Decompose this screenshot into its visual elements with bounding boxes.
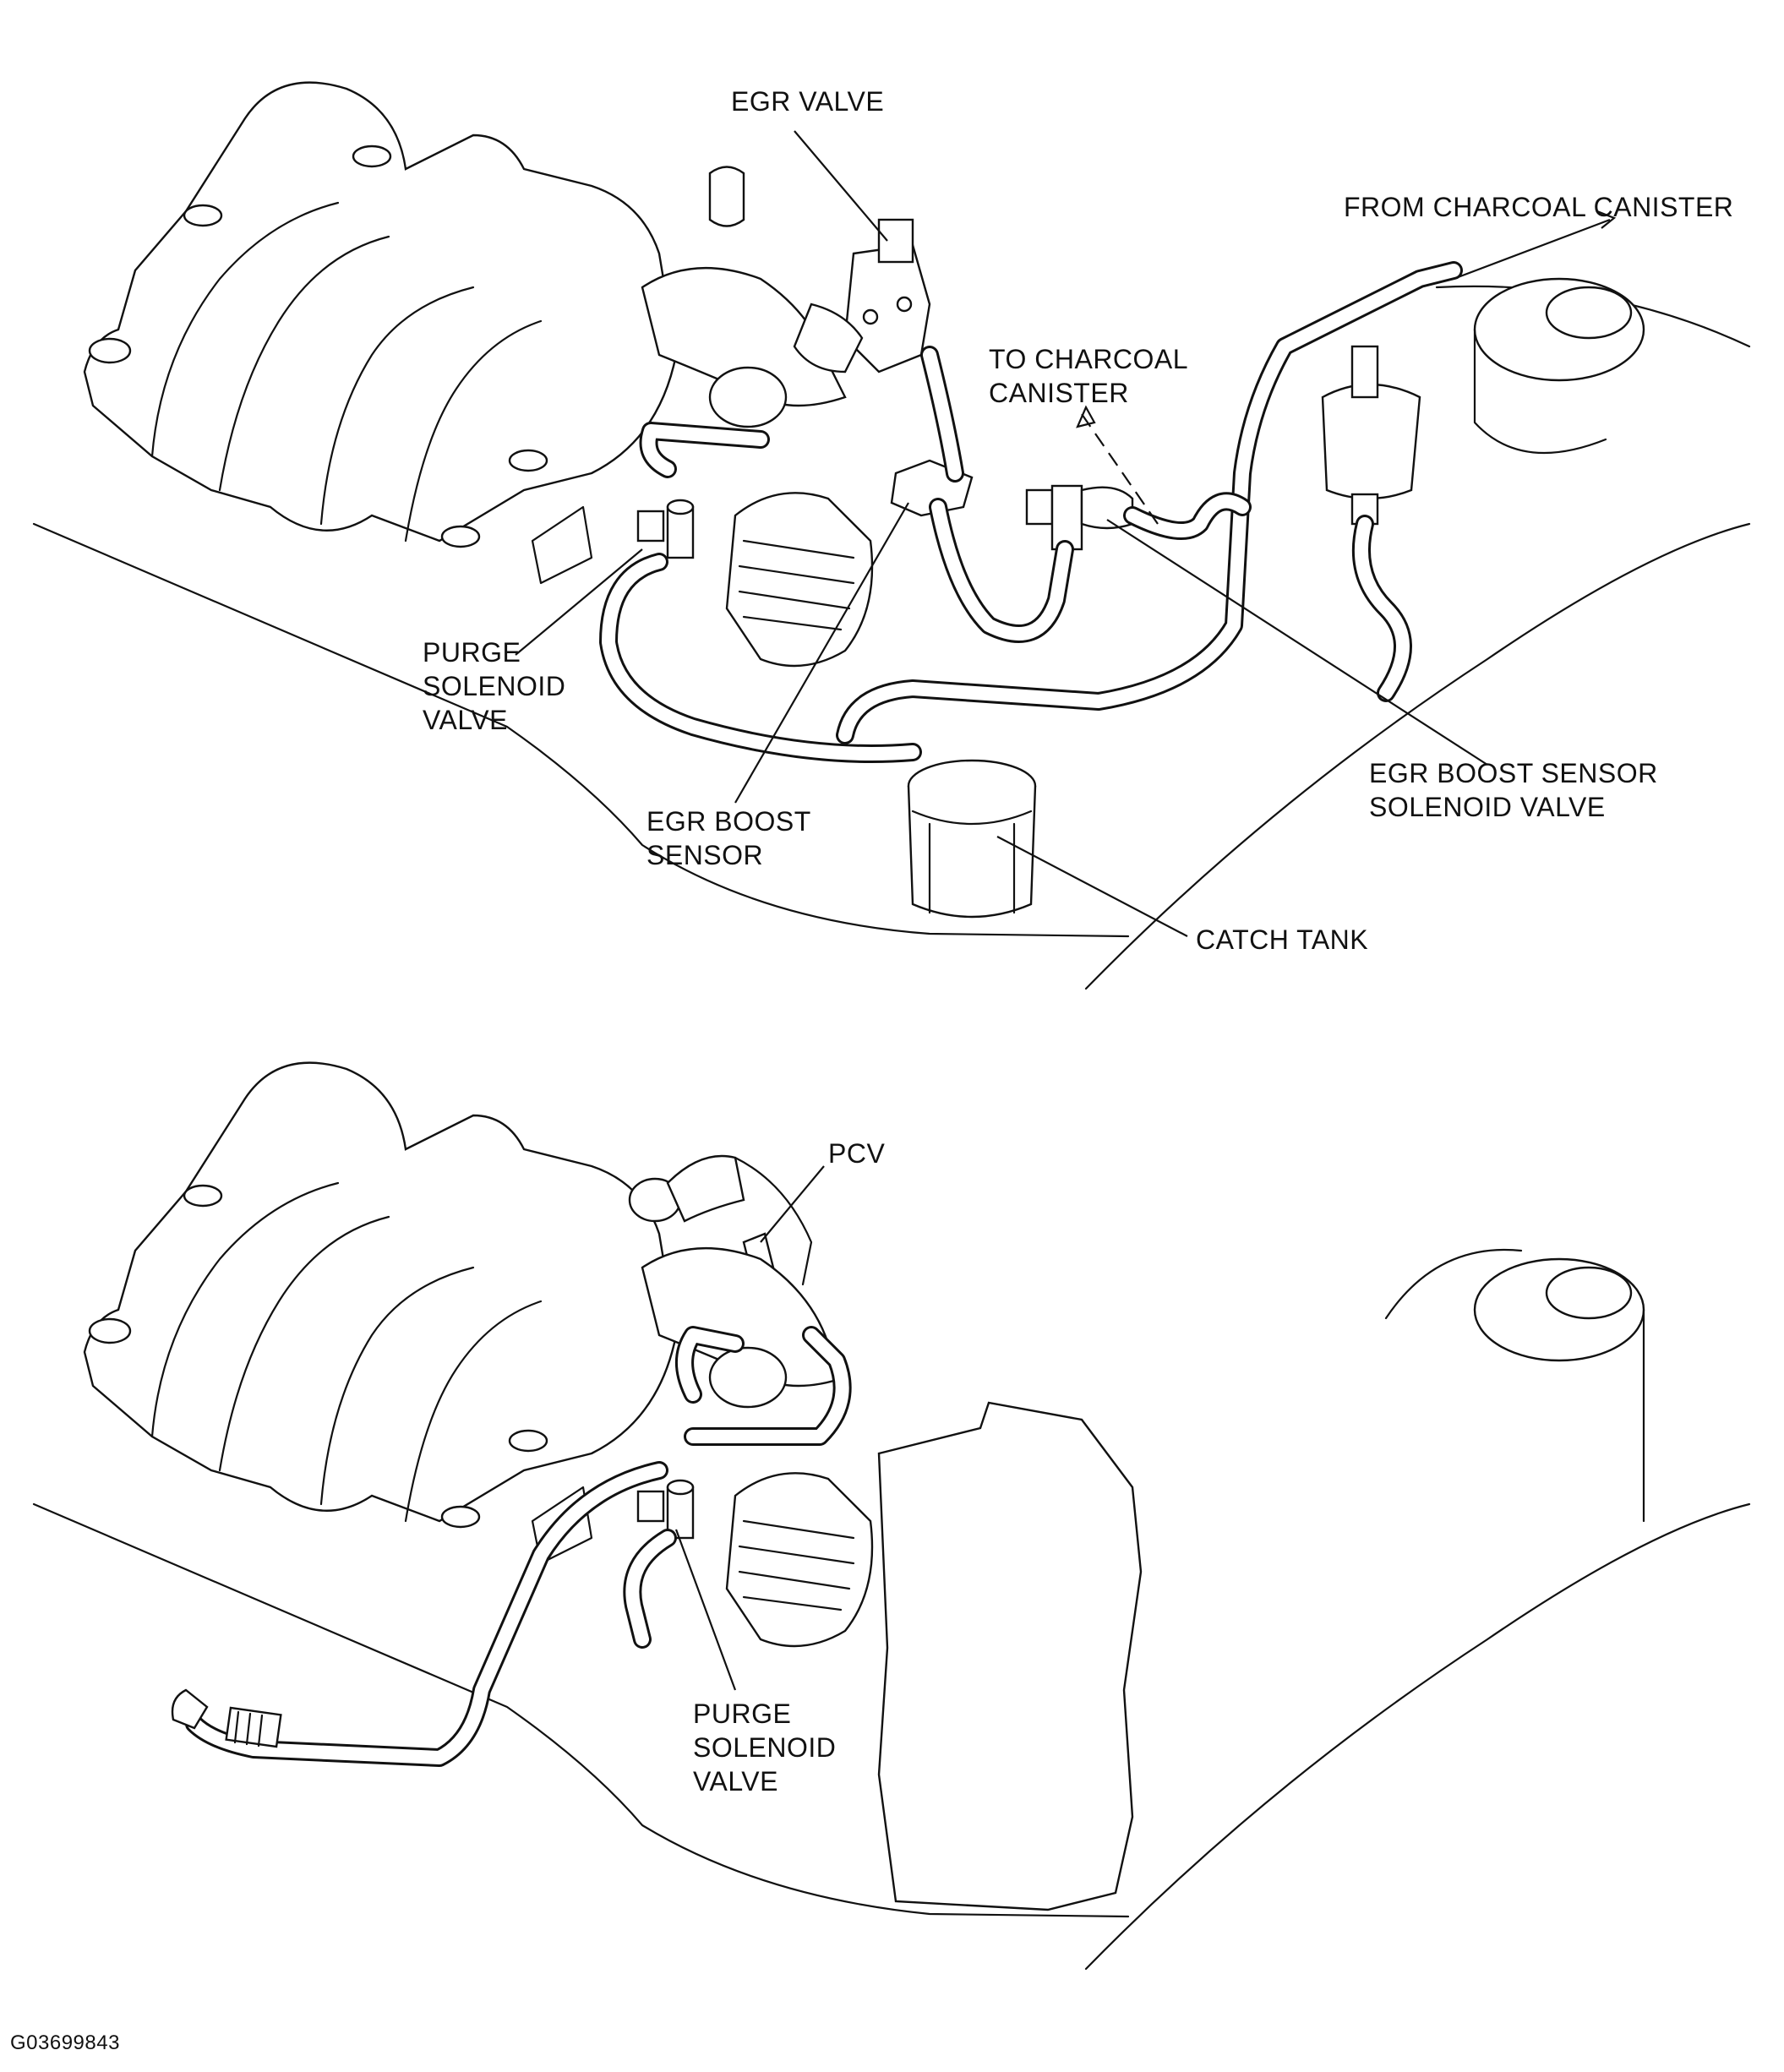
bottom-leader-lines [674, 1165, 825, 1691]
figure-id: G03699843 [10, 2031, 120, 2054]
top-egr-boost-sensor-solenoid-valve [1025, 484, 1134, 551]
bottom-purge-solenoid-valve [636, 1479, 695, 1540]
label-egr-boost-sensor-solenoid-valve: EGR BOOST SENSOR SOLENOID VALVE [1369, 758, 1658, 822]
bottom-right-outline [1084, 1502, 1751, 1971]
top-in-line-filter [1321, 345, 1421, 526]
top-leader-lines [515, 130, 1617, 937]
top-purge-solenoid-valve [636, 499, 695, 559]
bottom-hoses [185, 1326, 852, 1767]
bottom-hose-fitting [171, 1688, 282, 1748]
top-engine-view [32, 81, 1751, 990]
label-pcv: PCV [828, 1138, 886, 1169]
top-right-outline [1084, 522, 1751, 990]
bottom-engine-view [32, 1061, 1751, 1971]
label-purge-solenoid-valve-bottom: PURGE SOLENOID VALVE [693, 1698, 837, 1797]
bottom-body-outline [32, 1502, 1130, 1918]
label-to-charcoal-canister: TO CHARCOAL CANISTER [989, 344, 1189, 408]
bottom-air-duct [877, 1401, 1143, 1911]
bottom-air-cleaner [1384, 1249, 1645, 1523]
label-egr-valve: EGR VALVE [731, 86, 885, 117]
top-hoses [599, 261, 1463, 763]
top-egr-valve [793, 218, 931, 374]
label-egr-boost-sensor: EGR BOOST SENSOR [646, 806, 811, 870]
top-intake-manifold [83, 81, 745, 585]
label-from-charcoal-canister: FROM CHARCOAL CANISTER [1344, 192, 1734, 222]
top-body-outline [32, 522, 1130, 938]
bottom-throttle-body [641, 1247, 874, 1648]
bottom-intake-manifold [83, 1061, 678, 1565]
top-catch-tank [907, 759, 1037, 919]
label-catch-tank: CATCH TANK [1196, 924, 1369, 955]
top-throttle-body [641, 267, 874, 668]
label-purge-solenoid-valve-top: PURGE SOLENOID VALVE [423, 637, 566, 735]
top-air-cleaner [1473, 277, 1645, 455]
